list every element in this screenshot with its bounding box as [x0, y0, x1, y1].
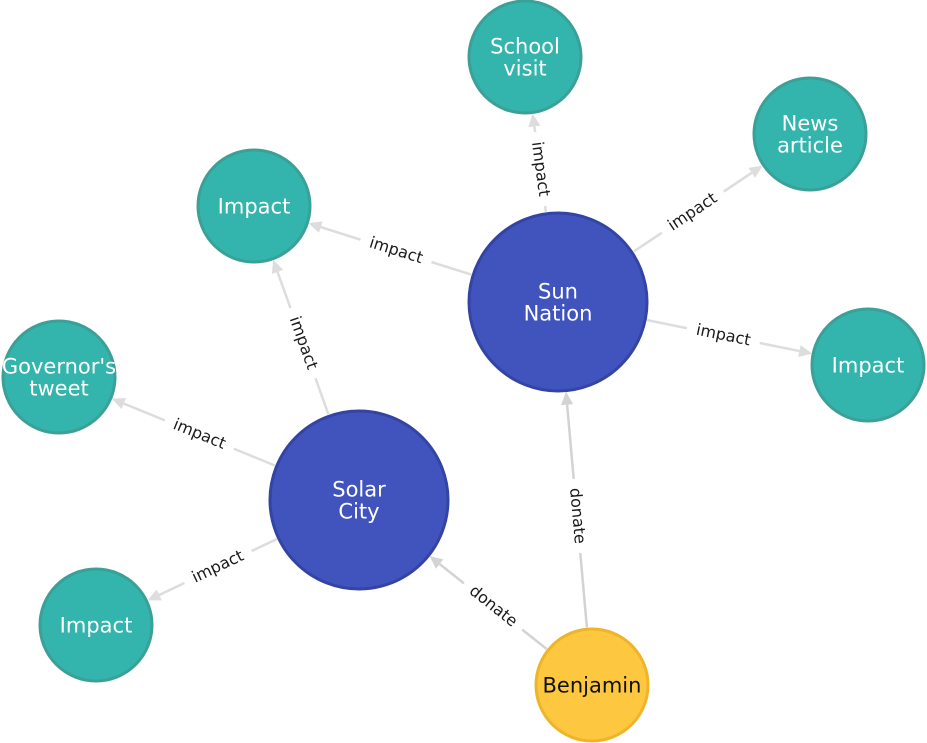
node-circle[interactable]: [467, 211, 649, 393]
node-circle[interactable]: [196, 148, 312, 264]
node-circle[interactable]: [1, 319, 117, 435]
edge-label: impact: [528, 140, 554, 197]
edge-line: [533, 126, 537, 133]
edge-line: [431, 260, 472, 276]
node-label: Benjamin: [543, 673, 642, 697]
arrow-head-icon: [271, 259, 284, 274]
node-circle[interactable]: [534, 627, 650, 743]
arrow-head-icon: [748, 165, 763, 178]
edge-line: [722, 171, 753, 193]
node-impact-a[interactable]: Impact: [196, 148, 312, 264]
edge-label: donate: [466, 581, 522, 631]
arrow-head-icon: [429, 555, 444, 569]
node-benjamin[interactable]: Benjamin: [534, 627, 650, 743]
node-label: Governor's: [2, 354, 116, 378]
edge-line: [579, 552, 589, 628]
edge-label: impact: [286, 314, 322, 372]
node-circle[interactable]: [752, 76, 868, 192]
node-label: Nation: [524, 301, 593, 325]
arrow-head-icon: [528, 113, 541, 128]
edge-line: [543, 205, 548, 212]
edge-line: [565, 404, 575, 479]
edge-benjamin-to-solar-city: donate: [429, 555, 548, 650]
arrow-head-icon: [308, 221, 323, 233]
edge-line: [123, 402, 166, 422]
node-label: article: [777, 133, 843, 157]
node-impact-b[interactable]: Impact: [810, 307, 926, 423]
edge-sun-nation-to-impact-b: impact: [646, 318, 813, 357]
edge-label: donate: [566, 487, 590, 544]
edge-line: [251, 537, 278, 553]
node-label: Solar: [332, 477, 386, 501]
edge-sun-nation-to-news-article: impact: [633, 165, 763, 253]
edge-line: [646, 318, 688, 330]
arrow-head-icon: [147, 589, 162, 601]
node-impact-c[interactable]: Impact: [38, 567, 154, 683]
edge-solar-city-to-impact-c: impact: [147, 537, 278, 601]
edge-sun-nation-to-school-visit: impact: [528, 113, 554, 212]
node-label: School: [490, 34, 560, 58]
edge-line: [521, 628, 548, 650]
edge-line: [314, 377, 330, 415]
edge-solar-city-to-governors-tweet: impact: [111, 398, 276, 467]
node-label: News: [782, 111, 839, 135]
edge-label: impact: [189, 546, 247, 587]
edge-label: impact: [664, 188, 720, 234]
arrow-head-icon: [561, 391, 574, 406]
edge-line: [759, 341, 800, 353]
node-label: Impact: [218, 194, 291, 218]
node-label: Impact: [60, 613, 133, 637]
node-circle[interactable]: [38, 567, 154, 683]
edge-sun-nation-to-impact-a: impact: [308, 221, 472, 276]
node-label: Sun: [538, 279, 578, 303]
node-label: tweet: [29, 376, 88, 400]
node-circle[interactable]: [810, 307, 926, 423]
edge-label: impact: [695, 320, 753, 350]
arrow-head-icon: [798, 345, 813, 357]
arrow-head-icon: [111, 398, 127, 410]
edge-solar-city-to-impact-a: impact: [271, 259, 330, 415]
edge-line: [233, 447, 276, 467]
node-label: visit: [503, 56, 546, 80]
edge-line: [276, 271, 292, 309]
node-circle[interactable]: [268, 409, 450, 591]
edge-line: [320, 225, 361, 241]
edge-line: [438, 563, 465, 585]
edge-line: [633, 231, 663, 253]
edge-label: impact: [171, 414, 229, 452]
node-circle[interactable]: [467, 0, 583, 115]
edge-label: impact: [367, 233, 425, 268]
node-label: City: [338, 499, 379, 523]
node-label: Impact: [832, 353, 905, 377]
edge-benjamin-to-sun-nation: donate: [561, 391, 590, 628]
edge-line: [158, 581, 185, 597]
